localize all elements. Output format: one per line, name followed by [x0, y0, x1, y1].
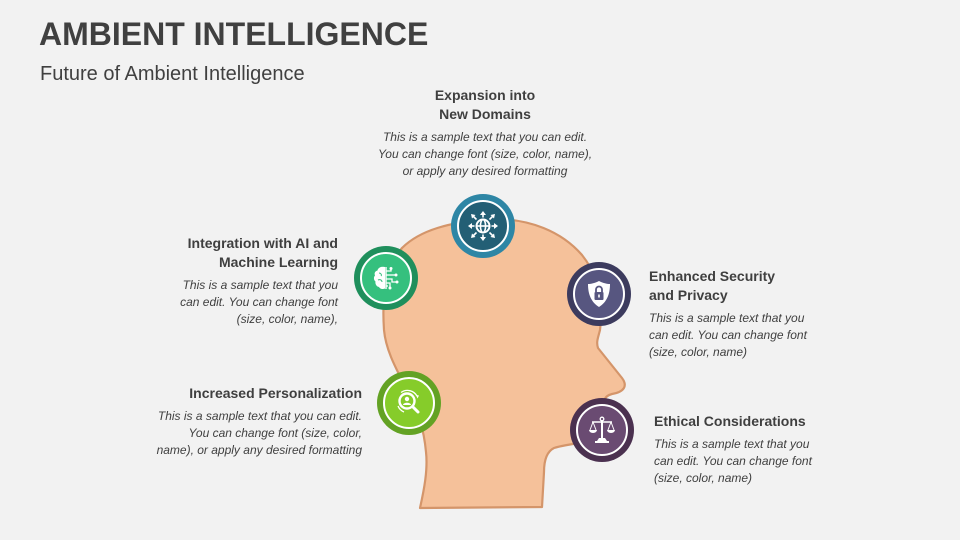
security-block: Enhanced Security and Privacy This is a … [649, 267, 889, 361]
expansion-heading: Expansion into New Domains [434, 87, 536, 122]
ethics-block: Ethical Considerations This is a sample … [654, 412, 894, 487]
expansion-description: This is a sample text that you can edit.… [377, 130, 593, 178]
ethics-description: This is a sample text that you can edit.… [654, 437, 812, 485]
shield-lock-icon [588, 281, 610, 307]
ai-ml-block: Integration with AI and Machine Learning… [100, 234, 338, 328]
security-badge [567, 262, 631, 326]
slide-subtitle: Future of Ambient Intelligence [40, 63, 305, 85]
security-description: This is a sample text that you can edit.… [649, 311, 807, 359]
slide-title: AMBIENT INTELLIGENCE [39, 16, 429, 52]
ai-ml-badge [354, 246, 418, 310]
ethics-heading: Ethical Considerations [654, 413, 806, 429]
personalization-heading: Increased Personalization [189, 385, 362, 401]
personalization-block: Increased Personalization This is a samp… [80, 384, 362, 459]
scales-icon [589, 416, 615, 443]
ethics-badge [570, 398, 634, 462]
expansion-block: Expansion into New Domains This is a sam… [340, 86, 630, 180]
personalization-description: This is a sample text that you can edit.… [156, 409, 362, 457]
brain-circuit-icon [373, 266, 399, 290]
personalization-badge [377, 371, 441, 435]
ai-ml-heading: Integration with AI and Machine Learning [187, 235, 338, 270]
globe-arrows-icon [468, 211, 498, 241]
security-heading: Enhanced Security and Privacy [649, 268, 776, 303]
ai-ml-description: This is a sample text that you can edit.… [180, 278, 338, 326]
user-search-icon [397, 389, 420, 414]
expansion-badge [451, 194, 515, 258]
